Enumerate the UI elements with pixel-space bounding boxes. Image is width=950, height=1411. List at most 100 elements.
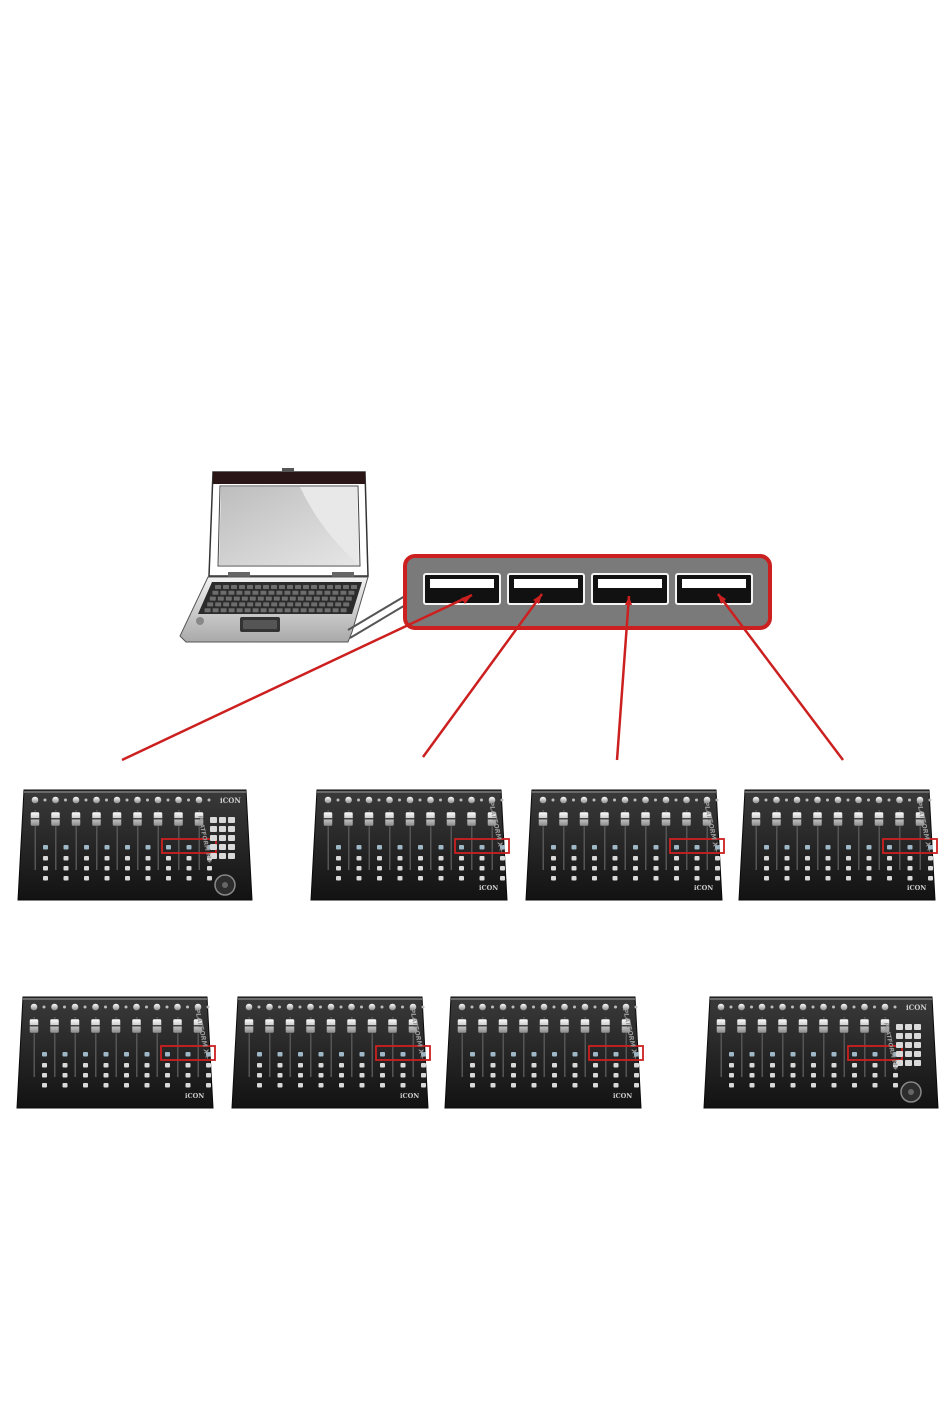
channel-button: [928, 876, 933, 881]
usb-hub-icon: [405, 556, 770, 628]
channel-button: [928, 866, 933, 871]
channel-button: [613, 856, 618, 861]
channel-button: [336, 866, 341, 871]
channel-button: [826, 856, 831, 861]
channel-button: [63, 1073, 68, 1078]
encoder-knob: [814, 797, 821, 804]
brand-logo: iCON: [400, 1092, 419, 1100]
encoder-knob: [92, 1004, 99, 1011]
channel-button: [125, 866, 130, 871]
encoder-knob: [601, 797, 608, 804]
channel-button: [552, 1073, 557, 1078]
channel-button: [593, 1063, 598, 1068]
channel-button: [165, 1073, 170, 1078]
channel-button: [336, 845, 341, 850]
channel-button: [64, 845, 69, 850]
brand-logo: iCON: [907, 884, 926, 892]
channel-button: [511, 1063, 516, 1068]
channel-button: [64, 856, 69, 861]
transport-button: [228, 835, 235, 841]
channel-button: [186, 1063, 191, 1068]
channel-button: [145, 1083, 150, 1088]
encoder-knob: [773, 797, 780, 804]
channel-button: [43, 876, 48, 881]
channel-button: [893, 1083, 898, 1088]
channel-button: [785, 845, 790, 850]
encoder-knob: [51, 1004, 58, 1011]
encoder-knob: [861, 1004, 868, 1011]
channel-button: [613, 845, 618, 850]
channel-button: [551, 866, 556, 871]
channel-button: [826, 866, 831, 871]
channel-button: [593, 1052, 598, 1057]
channel-button: [43, 845, 48, 850]
channel-button: [380, 1063, 385, 1068]
channel-button: [805, 866, 810, 871]
channel-button: [750, 1073, 755, 1078]
transport-button: [228, 817, 235, 823]
channel-button: [421, 1063, 426, 1068]
channel-button: [124, 1083, 129, 1088]
channel-button: [511, 1052, 516, 1057]
channel-button: [84, 845, 89, 850]
channel-button: [380, 1073, 385, 1078]
channel-button: [105, 845, 110, 850]
channel-button: [166, 845, 171, 850]
channel-button: [887, 876, 892, 881]
channel-button: [63, 1083, 68, 1088]
channel-button: [552, 1063, 557, 1068]
channel-button: [380, 1083, 385, 1088]
channel-button: [729, 1073, 734, 1078]
channel-button: [166, 876, 171, 881]
transport-button: [905, 1051, 912, 1057]
transport-button: [219, 844, 226, 850]
encoder-knob: [32, 797, 39, 804]
channel-button: [770, 1052, 775, 1057]
encoder-knob: [174, 1004, 181, 1011]
channel-button: [791, 1083, 796, 1088]
encoder-knob: [348, 1004, 355, 1011]
brand-logo: iCON: [613, 1092, 632, 1100]
channel-button: [480, 876, 485, 881]
channel-button: [928, 856, 933, 861]
channel-button: [207, 876, 212, 881]
channel-button: [592, 856, 597, 861]
channel-button: [785, 856, 790, 861]
channel-button: [421, 1083, 426, 1088]
channel-button: [319, 1083, 324, 1088]
channel-button: [832, 1063, 837, 1068]
channel-button: [846, 866, 851, 871]
channel-button: [42, 1073, 47, 1078]
encoder-knob: [622, 797, 629, 804]
channel-button: [84, 866, 89, 871]
channel-button: [125, 845, 130, 850]
channel-button: [398, 876, 403, 881]
channel-button: [377, 866, 382, 871]
channel-button: [421, 1073, 426, 1078]
channel-button: [791, 1052, 796, 1057]
channel-button: [491, 1063, 496, 1068]
channel-button: [633, 866, 638, 871]
channel-button: [357, 866, 362, 871]
channel-button: [887, 845, 892, 850]
channel-button: [104, 1073, 109, 1078]
channel-button: [674, 866, 679, 871]
transport-button: [219, 853, 226, 859]
channel-button: [104, 1063, 109, 1068]
channel-button: [500, 856, 505, 861]
channel-button: [401, 1063, 406, 1068]
channel-button: [459, 876, 464, 881]
brand-logo: iCON: [220, 796, 241, 805]
channel-button: [695, 845, 700, 850]
channel-button: [764, 845, 769, 850]
encoder-knob: [738, 1004, 745, 1011]
channel-button: [257, 1083, 262, 1088]
transport-button: [914, 1024, 921, 1030]
channel-button: [715, 856, 720, 861]
channel-button: [674, 856, 679, 861]
channel-button: [852, 1083, 857, 1088]
channel-button: [729, 1063, 734, 1068]
channel-button: [339, 1063, 344, 1068]
channel-button: [336, 856, 341, 861]
